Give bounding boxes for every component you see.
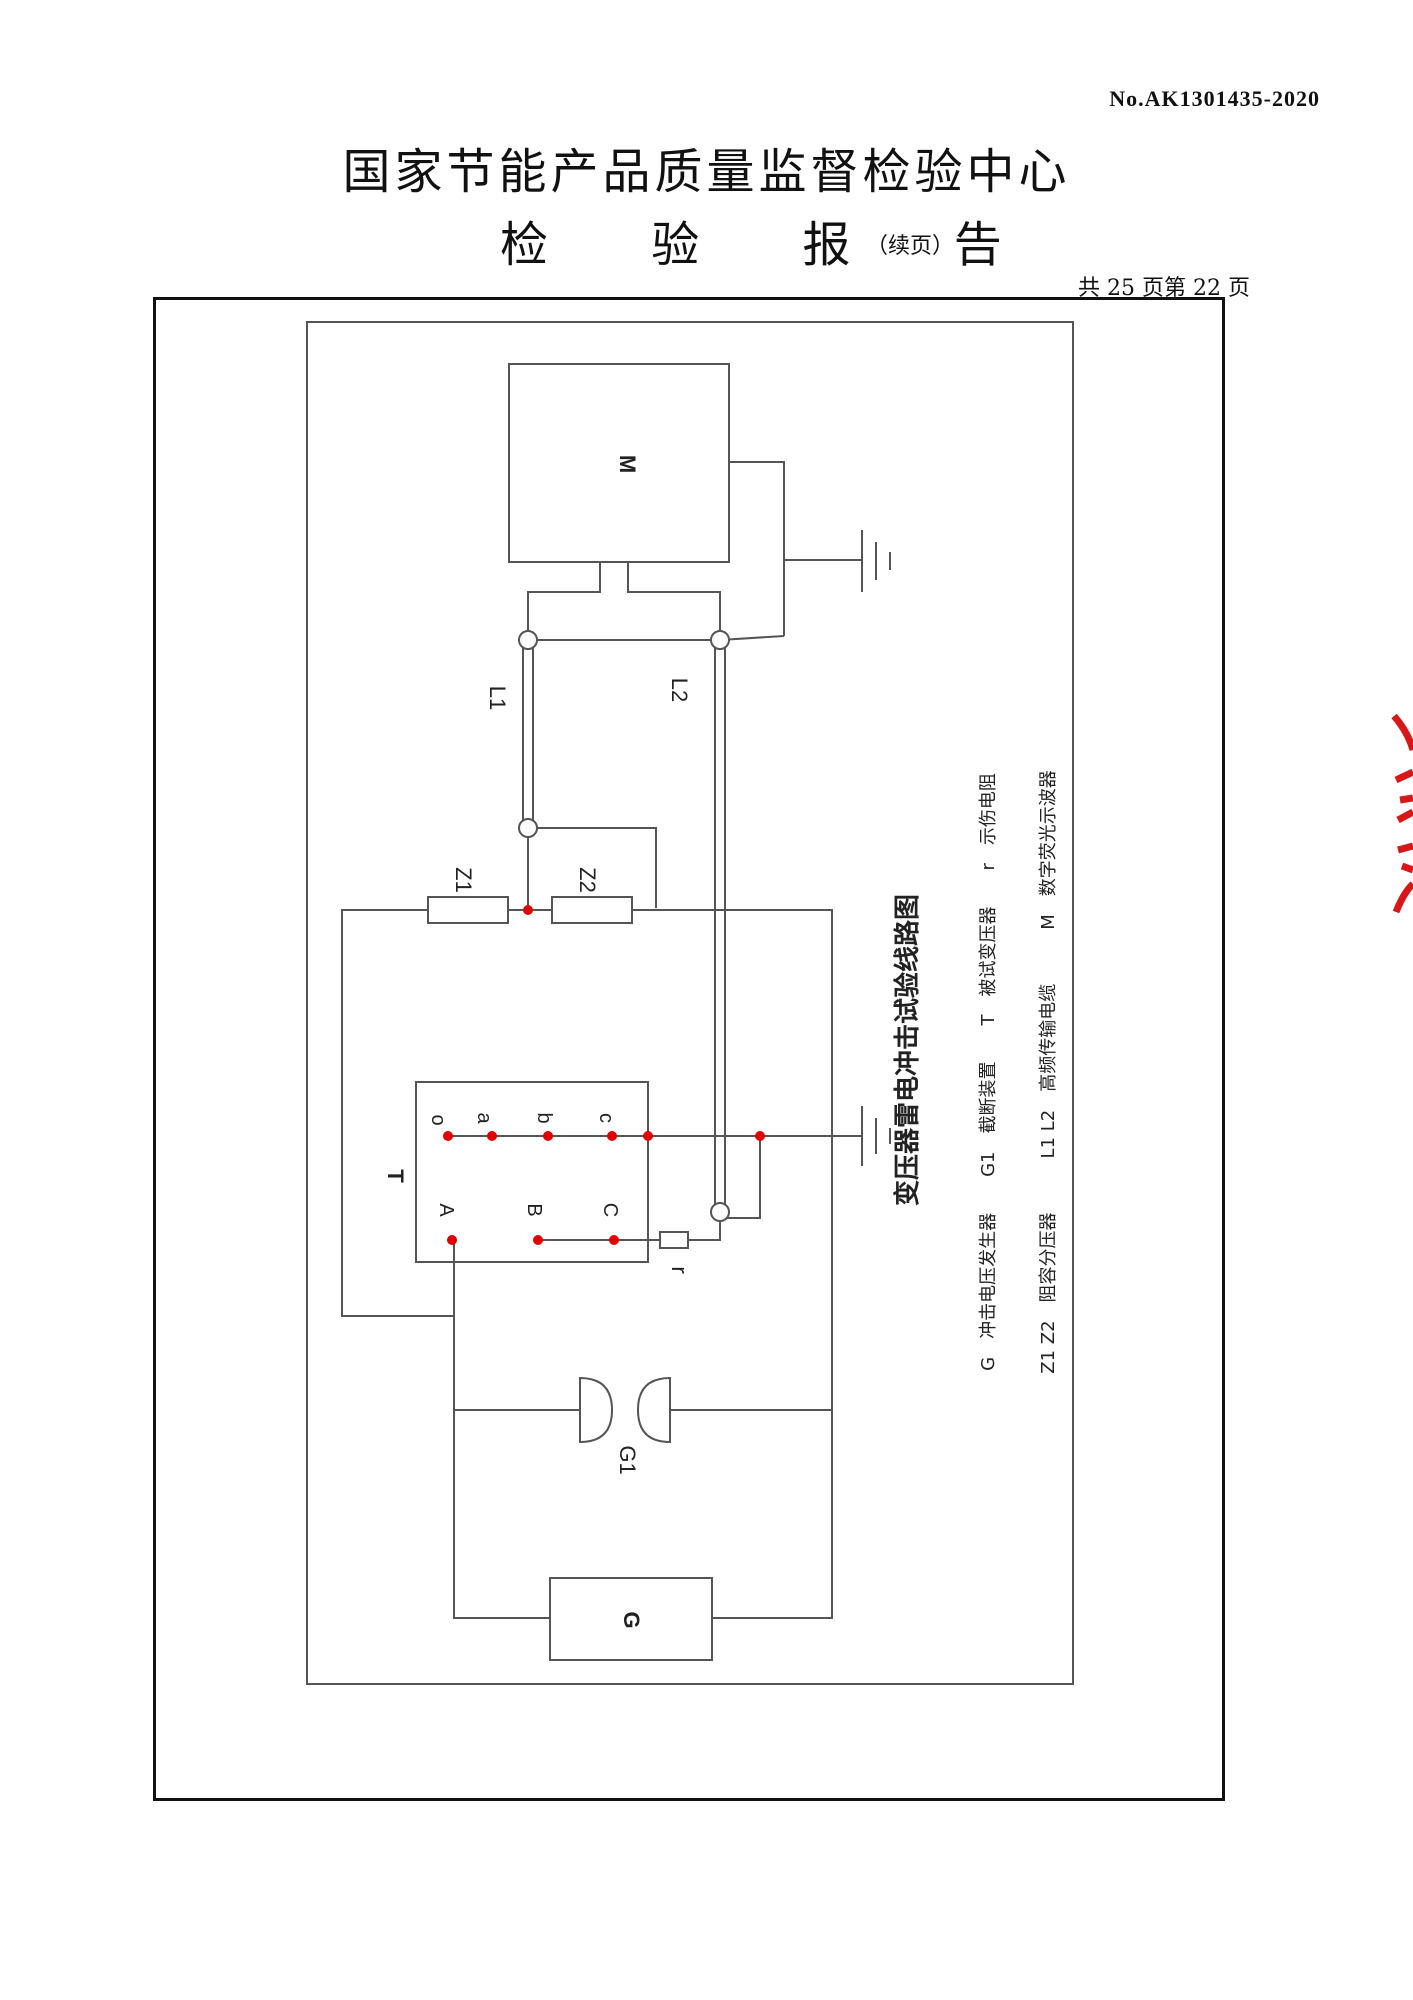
transformer-box (415, 1081, 649, 1263)
report-title: 检 验 报 告 (500, 217, 1046, 273)
report-number: No.AK1301435-2020 (1109, 86, 1320, 111)
label-z2: Z2 (575, 867, 600, 893)
z1-resistor (427, 896, 509, 924)
circuit-wires (341, 363, 891, 1661)
cable-terminals (518, 630, 730, 1222)
legend-line-1: G 冲击电压发生器 G1 截断装置 T 被试变压器 r 示伤电阻 (978, 773, 999, 1371)
label-r: r (667, 1266, 692, 1273)
terminal-c-upper: C (599, 1203, 621, 1217)
label-l1: L1 (485, 686, 510, 710)
terminal-c-lower: c (595, 1113, 617, 1123)
terminal-o: o (427, 1114, 449, 1125)
terminal-b-upper: B (523, 1203, 545, 1216)
label-l2: L2 (667, 678, 692, 702)
legend-line-2: Z1 Z2 阻容分压器 L1 L2 高频传输电缆 M 数字荧光示波器 (1038, 770, 1059, 1374)
connection-nodes (443, 905, 765, 1245)
z2-resistor (551, 896, 633, 924)
seal-stamp (1391, 713, 1413, 914)
page-count: 共 25 页第 22 页 (1078, 276, 1250, 301)
label-g1: G1 (615, 1445, 640, 1474)
content-frame (153, 297, 1225, 1801)
terminal-a-upper: A (435, 1203, 457, 1217)
organization-title: 国家节能产品质量监督检验中心 (342, 144, 1071, 200)
label-t: T (383, 1169, 408, 1183)
terminal-b-lower: b (533, 1112, 555, 1123)
diagram-frame (306, 321, 1074, 1685)
generator-box (549, 1577, 713, 1661)
terminal-a-lower: a (473, 1112, 495, 1124)
label-z1: Z1 (451, 867, 476, 893)
r-resistor (659, 1231, 689, 1249)
label-m: M (615, 455, 640, 473)
report-title-suffix: （续页） (866, 234, 955, 259)
label-g: G (619, 1611, 644, 1628)
diagram-title: 变压器雷电冲击试验线路图 (892, 894, 923, 1206)
